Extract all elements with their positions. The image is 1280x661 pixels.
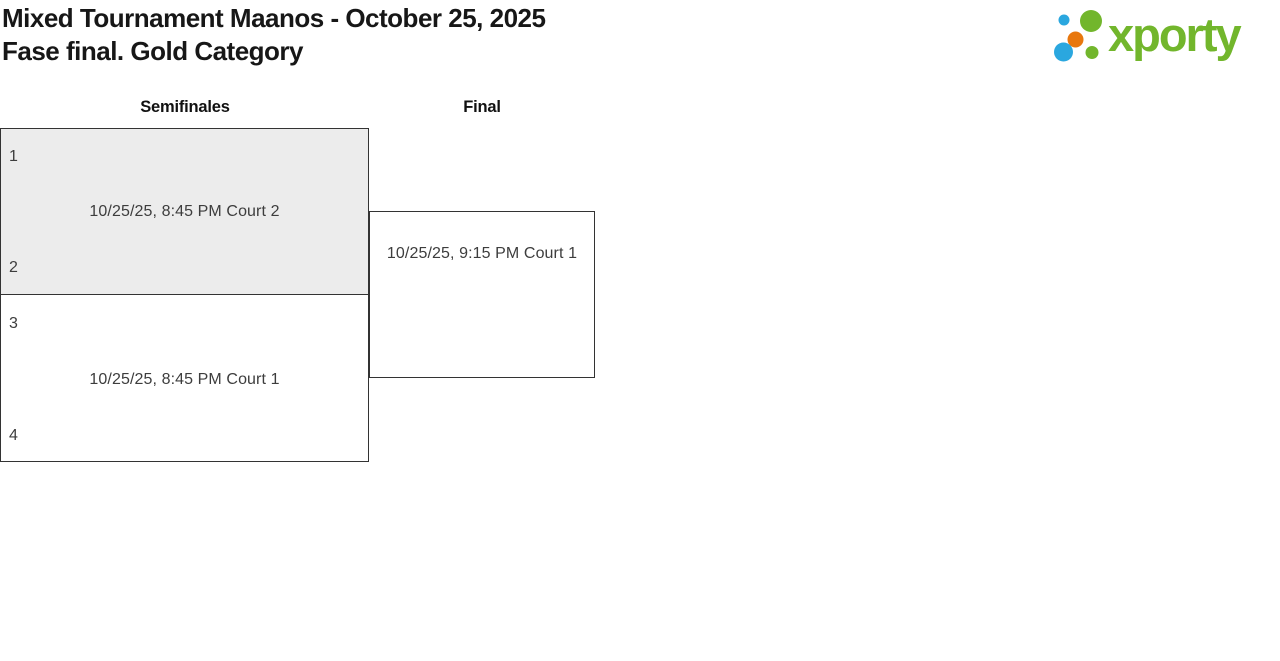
seed-number-2: 2 bbox=[9, 259, 18, 276]
xporty-logo: xporty bbox=[1048, 0, 1280, 70]
tournament-title: Mixed Tournament Maanos - October 25, 20… bbox=[2, 3, 546, 33]
match-schedule-semifinal-2: 10/25/25, 8:45 PM Court 1 bbox=[89, 371, 280, 388]
match-card-final[interactable] bbox=[368, 211, 595, 378]
match-schedule-semifinal-1: 10/25/25, 8:45 PM Court 2 bbox=[89, 203, 280, 220]
phase-subtitle: Fase final. Gold Category bbox=[2, 36, 304, 66]
round-header-final: Final bbox=[463, 98, 501, 116]
logo-dots-icon bbox=[1054, 10, 1102, 62]
match-schedule-final: 10/25/25, 9:15 PM Court 1 bbox=[386, 245, 578, 262]
seed-number-3: 3 bbox=[9, 315, 18, 332]
round-header-semifinals: Semifinales bbox=[140, 98, 230, 116]
seed-number-4: 4 bbox=[9, 427, 18, 444]
logo-wordmark: xporty bbox=[1108, 8, 1242, 61]
page-title: Mixed Tournament Maanos - October 25, 20… bbox=[2, 2, 546, 68]
match-card-semifinal-2[interactable] bbox=[0, 295, 369, 462]
seed-number-1: 1 bbox=[9, 148, 18, 165]
